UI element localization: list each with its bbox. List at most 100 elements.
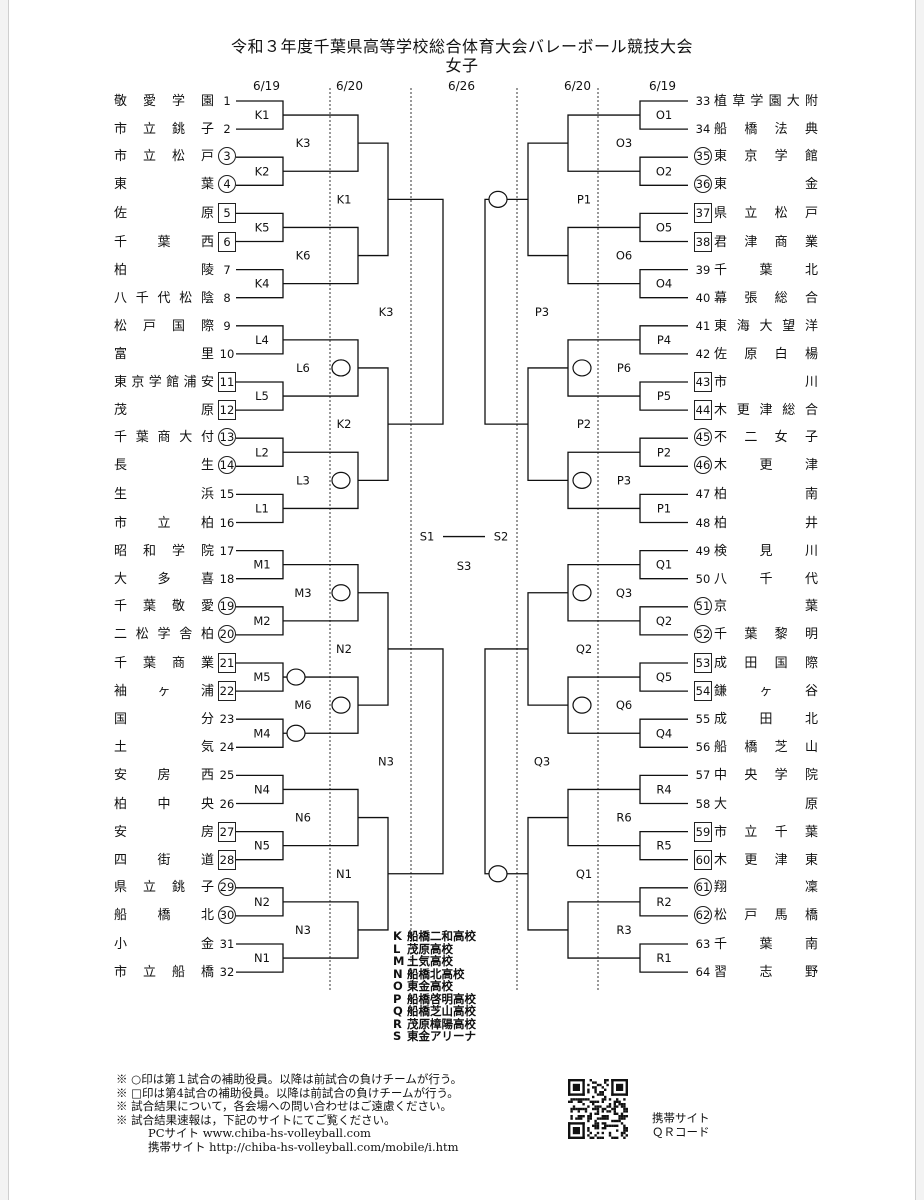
- team-name: 県立銚子: [114, 879, 214, 895]
- team-number-circled: 52: [694, 624, 712, 643]
- match-label: R5: [656, 839, 671, 853]
- match-label: L4: [255, 333, 269, 347]
- team-number-boxed: 43: [694, 372, 712, 392]
- venue-name: 東金アリーナ: [407, 1029, 476, 1043]
- team-name: 生浜: [114, 487, 214, 503]
- team-number: 63: [695, 937, 711, 951]
- team-name: 鎌ヶ谷: [714, 684, 818, 700]
- match-label: M6: [294, 698, 311, 712]
- match-label: L2: [255, 445, 269, 459]
- match-label: K3: [296, 136, 311, 150]
- bracket-line: [388, 648, 444, 875]
- qr-caption-line1: 携帯サイト: [652, 1111, 710, 1125]
- match-label: M4: [253, 726, 270, 740]
- team-name: 京葉: [714, 598, 818, 614]
- team-number-circled: 35: [694, 147, 712, 166]
- match-label: P3: [617, 473, 631, 487]
- team-number-boxed: 28: [218, 849, 236, 870]
- team-number-circled: 20: [218, 624, 236, 643]
- team-number: 33: [695, 94, 711, 108]
- match-label: R6: [616, 811, 631, 825]
- team-number: 24: [219, 740, 235, 755]
- team-number: 47: [695, 487, 711, 502]
- team-name: 昭和学院: [114, 543, 214, 559]
- match-label: N3: [378, 754, 394, 768]
- team-name: 市立柏: [114, 515, 214, 531]
- team-name: 松戸馬橋: [714, 907, 818, 923]
- team-name: 検見川: [714, 543, 818, 559]
- team-name: 安房西: [114, 768, 214, 784]
- match-label: P4: [657, 333, 671, 347]
- referee-circle-mark: [572, 359, 592, 377]
- team-name: 小金: [114, 937, 214, 952]
- team-number-circled: 51: [694, 596, 712, 615]
- match-label: R3: [616, 923, 631, 937]
- team-name: 木更津東: [714, 852, 818, 868]
- referee-circle-mark: [286, 668, 306, 686]
- pc-site-link[interactable]: PCサイト www.chiba-hs-volleyball.com: [148, 1126, 371, 1140]
- team-number: 40: [695, 290, 711, 305]
- team-name: 松戸国際: [114, 318, 214, 334]
- bracket-line: [527, 592, 568, 706]
- note-line: ※ 試合結果速報は，下記のサイトにてご覧ください。: [116, 1112, 396, 1127]
- team-number-circled: 29: [218, 877, 236, 896]
- match-label: L3: [296, 473, 310, 487]
- match-label: P2: [577, 417, 591, 431]
- team-number-boxed: 53: [694, 653, 712, 673]
- venue-key: N: [393, 966, 403, 981]
- team-number-boxed: 38: [694, 231, 712, 252]
- match-label: N4: [254, 782, 270, 796]
- referee-circle-mark: [331, 359, 351, 377]
- team-number: 32: [219, 965, 235, 980]
- match-label: K1: [255, 108, 270, 122]
- team-number-boxed: 60: [694, 849, 712, 870]
- match-label: N2: [336, 642, 352, 656]
- match-label: Q5: [656, 670, 672, 684]
- team-number: 17: [219, 543, 235, 558]
- team-name: 袖ヶ浦: [114, 684, 214, 700]
- team-number: 16: [219, 515, 235, 530]
- team-name: 大多喜: [114, 571, 214, 587]
- venue-name: 船橋芝山高校: [407, 1004, 476, 1018]
- team-name: 翔凜: [714, 879, 818, 895]
- match-label: K2: [255, 164, 270, 178]
- team-number: 42: [695, 346, 711, 361]
- mobile-site-link[interactable]: 携帯サイト http://chiba-hs-volleyball.com/mob…: [148, 1139, 459, 1154]
- team-number-boxed: 12: [218, 400, 236, 421]
- team-name: 市立銚子: [114, 122, 214, 138]
- team-name: 東京学館浦安: [114, 375, 214, 390]
- team-name: 県立松戸: [714, 206, 818, 222]
- qr-caption: 携帯サイト ＱＲコード: [652, 1111, 710, 1139]
- venue-name: 茂原樟陽高校: [407, 1016, 476, 1031]
- match-label: L5: [255, 389, 269, 403]
- team-name: 柏井: [714, 515, 818, 531]
- match-label: P1: [657, 501, 671, 515]
- venue-name: 茂原高校: [407, 941, 453, 956]
- team-number-circled: 46: [694, 456, 712, 475]
- team-number-boxed: 22: [218, 681, 236, 702]
